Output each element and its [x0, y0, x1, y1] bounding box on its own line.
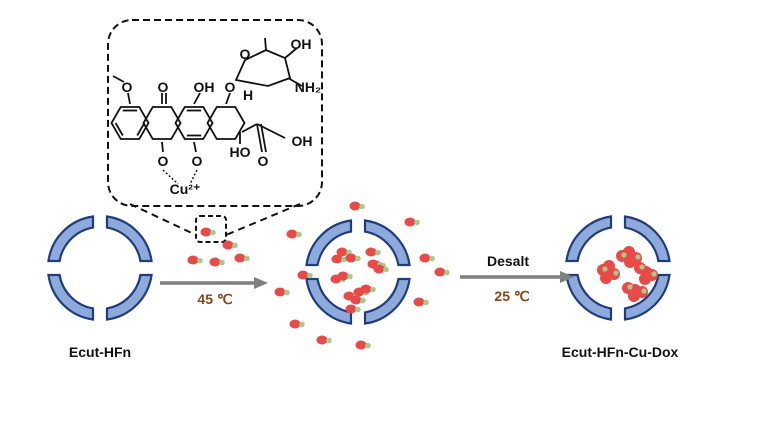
atom-o-bottom-left: O: [158, 153, 169, 169]
atom-oh-top: OH: [194, 79, 215, 95]
atom-o-sugar-ring: O: [240, 46, 251, 62]
cu-dox-particle: [234, 253, 250, 263]
start-label: Ecut-HFn: [69, 344, 131, 360]
cu-dox-particle: [297, 270, 313, 280]
ecut-hfn-shell: [47, 215, 153, 321]
atom-oh-side: OH: [292, 133, 313, 149]
cu-dox-aggregate: [622, 282, 648, 302]
shell-subunit: [105, 273, 153, 321]
atom-o-bottom-right: O: [192, 153, 203, 169]
cu-dox-particle: [373, 264, 389, 274]
cu-dox-particle: [413, 297, 429, 307]
cu-dox-particle: [331, 254, 347, 264]
arrow-step2: [460, 271, 574, 283]
shell-subunit: [105, 215, 153, 263]
atom-h-anomeric: H: [243, 87, 253, 103]
cu-dox-particle: [350, 295, 366, 305]
zoom-callout-box: [107, 19, 323, 207]
cu-dox-particle: [349, 201, 365, 211]
ring-C: [174, 106, 214, 140]
cu-dox-particle: [286, 229, 302, 239]
cu-dox-particle: [434, 267, 450, 277]
cu-dox-particle: [404, 217, 420, 227]
shell-subunit: [305, 277, 353, 325]
ring-D: [206, 106, 246, 140]
atom-oh-sugar: OH: [291, 36, 312, 52]
cu-dox-particle: [222, 240, 238, 250]
zoom-connector-left: [129, 203, 197, 236]
ecut-hfn-shell-loading: [305, 219, 411, 325]
cu-dox-particle: [316, 335, 332, 345]
shell-subunit: [363, 219, 411, 267]
cu-dox-particle: [365, 247, 381, 257]
shell-subunit: [623, 273, 671, 321]
cu-dox-aggregate: [597, 260, 620, 284]
cu-dox-particle: [274, 287, 290, 297]
cu-dox-particle: [419, 253, 435, 263]
cu-dox-particle: [209, 257, 225, 267]
atom-nh2: NH₂: [295, 79, 321, 95]
cu-dox-aggregate: [634, 262, 658, 285]
shell-subunit: [363, 277, 411, 325]
zoom-connector-right: [225, 203, 301, 236]
atom-o-ketone-top: O: [158, 79, 169, 95]
ecut-hfn-cu-dox-shell: [565, 215, 671, 321]
ring-B: [142, 106, 182, 140]
cu-dox-particle: [345, 253, 361, 263]
step2-action-label: Desalt: [487, 253, 529, 269]
step1-temperature: 45 ℃: [197, 291, 232, 307]
cu-dox-particle: [345, 304, 361, 314]
zoom-source-box: [195, 215, 227, 243]
atom-cu: Cu²⁺: [170, 181, 201, 197]
cu-dox-particle: [355, 340, 371, 350]
atom-o-methoxy: O: [122, 79, 133, 95]
cu-dox-particle: [187, 255, 203, 265]
ring-A: [110, 106, 150, 140]
cu-dox-particle: [337, 271, 353, 281]
cu-dox-particle: [360, 284, 376, 294]
atom-o-side-ketone: O: [258, 153, 269, 169]
atom-o-glycoside: O: [225, 79, 236, 95]
arrow-step1: [160, 277, 268, 289]
shell-subunit: [47, 215, 95, 263]
step2-temperature: 25 ℃: [494, 288, 529, 304]
shell-subunit: [47, 273, 95, 321]
end-label: Ecut-HFn-Cu-Dox: [562, 344, 679, 360]
cu-dox-aggregate: [616, 246, 642, 268]
doxorubicin-cu-structure: [110, 37, 303, 185]
atom-ho-ring: HO: [230, 144, 251, 160]
cu-dox-particle: [200, 227, 216, 237]
shell-subunit: [305, 219, 353, 267]
shell-subunit: [565, 215, 613, 263]
cu-dox-particle: [289, 319, 305, 329]
shell-subunit: [623, 215, 671, 263]
